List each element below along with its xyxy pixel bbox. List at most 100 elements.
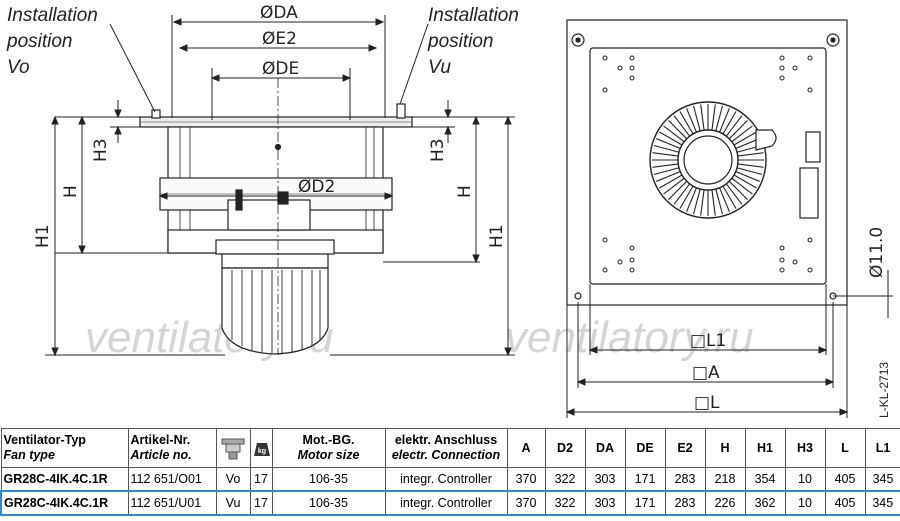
cell-da: 303 [584, 490, 626, 516]
header-motor-de: Mot.-BG. [302, 433, 355, 447]
cell-h: 226 [704, 490, 746, 516]
installation-label-vu: Installation position Vu [428, 3, 519, 81]
cell-l1: 345 [864, 490, 900, 516]
motor-fin [663, 125, 685, 143]
watermark-right: ventilatory.ru [505, 313, 754, 362]
top-view [566, 19, 848, 306]
cell-h1: 354 [744, 467, 786, 492]
motor-fin [668, 180, 688, 200]
motor-fin [728, 120, 748, 140]
motor-fin [652, 163, 679, 168]
motor-fin [731, 125, 753, 143]
motor-fin [656, 170, 681, 182]
motor-fin [728, 180, 748, 200]
cell-article: 112 651/U01 [127, 490, 217, 516]
motor-fin [715, 105, 724, 132]
header-l: L [824, 428, 866, 468]
dim-h1-right-label: H1 [487, 224, 507, 248]
header-e2: E2 [664, 428, 706, 468]
installation-label-vu-line3: Vu [428, 57, 451, 78]
motor-fin [679, 185, 694, 209]
installation-position-icon [221, 438, 245, 460]
header-h1: H1 [744, 428, 786, 468]
motor-fin [718, 187, 730, 212]
motor-fin [735, 170, 760, 182]
header-h3: H3 [784, 428, 826, 468]
motor-fin [673, 183, 691, 205]
table-row[interactable]: GR28C-4IK.4C.1R 112 651/O01 Vo 17 106-35… [0, 467, 900, 492]
cell-de: 171 [624, 467, 666, 492]
motor-fin [731, 177, 753, 195]
header-l1: L1 [864, 428, 900, 468]
motor-fin [673, 115, 691, 137]
motor-fin [659, 131, 683, 146]
motor-fin [725, 183, 743, 205]
motor-fin [686, 187, 698, 212]
motor-fin [700, 104, 705, 131]
header-d2: D2 [544, 428, 586, 468]
motor-fin [653, 167, 680, 176]
cell-type: GR28C-4IK.4C.1R [0, 490, 129, 516]
header-article-de: Artikel-Nr. [130, 433, 191, 447]
cell-type: GR28C-4IK.4C.1R [0, 467, 129, 492]
cell-l: 405 [824, 490, 866, 516]
motor-fin [652, 152, 679, 157]
cell-h3: 10 [784, 490, 826, 516]
dim-l-label: □L [694, 393, 720, 413]
header-article: Artikel-Nr.Article no. [127, 428, 217, 468]
dim-h-left-label: H [61, 185, 81, 198]
cell-h3: 10 [784, 467, 826, 492]
motor-fin [656, 138, 681, 150]
installation-label-vo-line3: Vo [7, 57, 30, 78]
header-article-en: Article no. [130, 448, 192, 462]
installation-label-vo-line2: position [7, 31, 73, 52]
cell-connection: integr. Controller [384, 490, 508, 516]
motor-fin [722, 185, 737, 209]
dim-h3-left-label: H3 [91, 138, 111, 162]
dim-h3-right-label: H3 [428, 138, 448, 162]
motor-fin [733, 131, 757, 146]
cell-motor: 106-35 [271, 490, 386, 516]
cell-d2: 322 [544, 467, 586, 492]
dim-de-label: ØDE [262, 59, 299, 79]
header-connection-en: electr. Connection [391, 448, 501, 462]
header-position [215, 428, 251, 468]
cell-motor: 106-35 [271, 467, 386, 492]
header-h: H [704, 428, 746, 468]
header-motor: Mot.-BG.Motor size [271, 428, 386, 468]
motor-fin [679, 111, 694, 135]
dim-h1-left-label: H1 [33, 224, 53, 248]
header-a: A [506, 428, 546, 468]
motor-fin [722, 111, 737, 135]
dim-da-label: ØDA [260, 3, 298, 23]
cell-d2: 322 [544, 490, 586, 516]
table-row-selected[interactable]: GR28C-4IK.4C.1R 112 651/U01 Vu 17 106-35… [0, 490, 900, 516]
weight-icon: kg [253, 443, 270, 456]
motor-fin [737, 163, 764, 168]
cell-l: 405 [824, 467, 866, 492]
technical-drawing: ventilatory.ru ventilatory.ru [33, 3, 893, 418]
cell-position: Vo [215, 467, 251, 492]
motor-fin [733, 174, 757, 189]
weight-icon-text: kg [257, 448, 265, 455]
header-connection-de: elektr. Anschluss [394, 433, 498, 447]
header-motor-en: Motor size [297, 448, 360, 462]
motor-fin [725, 115, 743, 137]
motor-fin [663, 177, 685, 195]
motor-fin [653, 144, 680, 153]
motor-fin [686, 108, 698, 133]
motor-fin [711, 104, 716, 131]
installation-label-vo: Installation position Vo [7, 3, 98, 81]
dim-h-right-label: H [455, 185, 475, 198]
cell-da: 303 [584, 467, 626, 492]
motor-fin [659, 174, 683, 189]
dim-l1-label: □L1 [690, 331, 726, 351]
dim-hole-label: Ø11.0 [867, 227, 887, 278]
motor-fin [692, 105, 701, 132]
installation-label-vu-line2: position [428, 31, 494, 52]
cell-e2: 283 [664, 467, 706, 492]
cell-a: 370 [506, 467, 546, 492]
dim-e2-label: ØE2 [262, 29, 297, 49]
